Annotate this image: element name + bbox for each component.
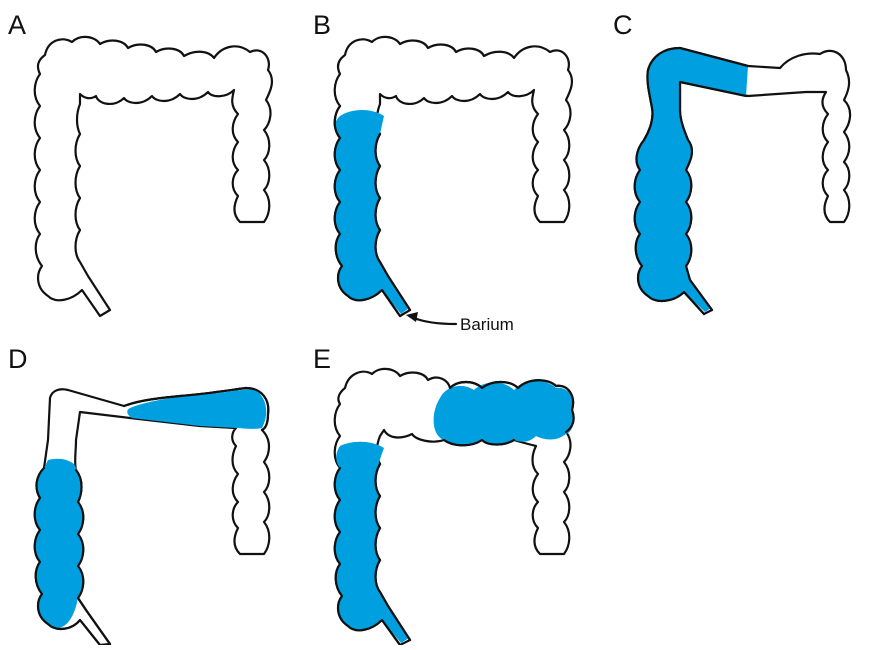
- panel-label-b: B: [313, 12, 331, 39]
- panel-e-colon: [335, 369, 574, 645]
- panel-e-barium-fill-descending: [335, 442, 409, 643]
- panel-a-colon-outline: [35, 37, 272, 316]
- panel-d-barium-fill-descending: [35, 459, 84, 628]
- barium-arrow-line: [414, 318, 456, 324]
- panel-c-colon: [635, 48, 850, 314]
- panel-d-colon: [35, 388, 270, 645]
- barium-annotation: Barium: [460, 316, 514, 333]
- barium-arrowhead: [406, 312, 418, 322]
- panel-a-colon: [35, 37, 272, 316]
- panel-label-a: A: [8, 12, 26, 39]
- panel-label-d: D: [8, 346, 28, 373]
- panel-label-e: E: [313, 346, 331, 373]
- panel-e-barium-fill-transverse: [434, 381, 574, 445]
- panel-b-barium-fill: [335, 110, 409, 314]
- panel-b-colon: [335, 37, 572, 324]
- panel-label-c: C: [613, 12, 633, 39]
